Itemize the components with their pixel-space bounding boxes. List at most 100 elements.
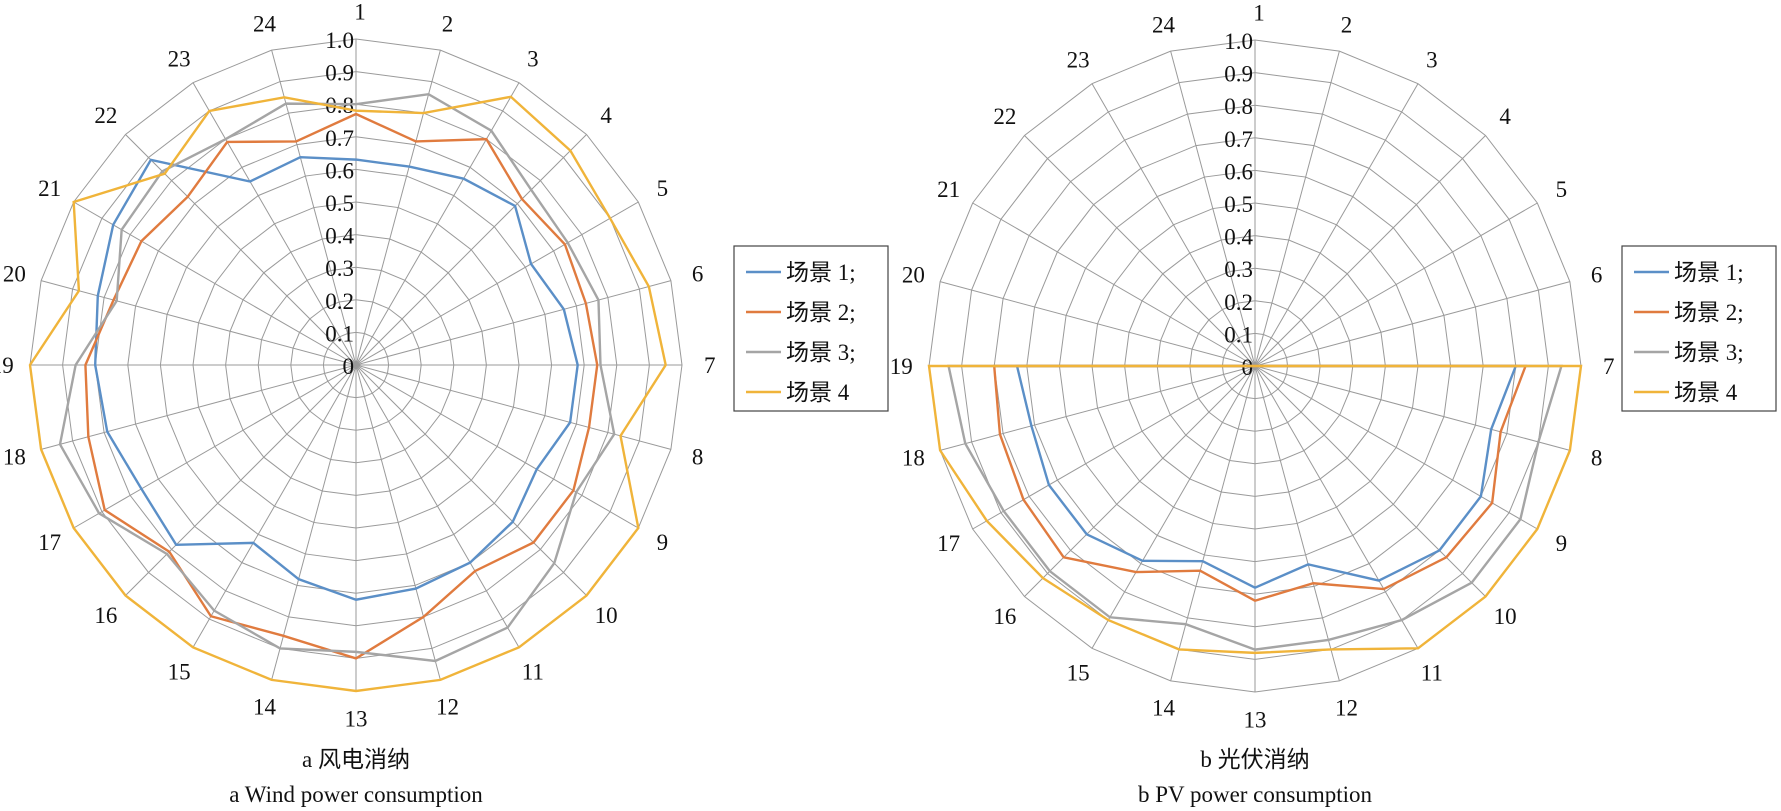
- category-label: 10: [1494, 604, 1517, 629]
- category-label: 13: [345, 707, 368, 732]
- category-label: 16: [993, 604, 1016, 629]
- caption-english: a Wind power consumption: [229, 782, 483, 807]
- radial-tick-label: 0.6: [325, 158, 354, 183]
- grid-spoke: [355, 364, 441, 681]
- category-label: 17: [937, 531, 960, 556]
- category-label: 23: [168, 47, 191, 72]
- caption-chinese: b 光伏消纳: [1200, 747, 1309, 772]
- grid-spoke: [192, 82, 357, 366]
- category-label: 15: [1067, 660, 1090, 685]
- grid-spoke: [355, 201, 639, 366]
- category-label: 2: [1341, 12, 1353, 37]
- grid-spoke: [1254, 281, 1571, 367]
- radial-tick-label: 0.2: [325, 289, 354, 314]
- category-label: 24: [253, 11, 277, 36]
- category-label: 5: [657, 176, 669, 201]
- radial-tick-label: 0.6: [1224, 159, 1253, 184]
- category-label: 24: [1152, 12, 1176, 37]
- legend: 场景 1;场景 2;场景 3;场景 4: [733, 245, 889, 412]
- grid-spoke: [1024, 135, 1256, 367]
- series-line-scenario-2: [992, 364, 1528, 603]
- category-label: 1: [1253, 0, 1265, 25]
- grid-spoke: [1254, 365, 1419, 649]
- grid-spoke: [1254, 365, 1486, 597]
- legend-box: [733, 245, 889, 412]
- legend: 场景 1;场景 2;场景 3;场景 4: [1621, 245, 1777, 412]
- grid-spoke: [73, 364, 357, 529]
- grid-spoke: [125, 364, 357, 596]
- category-label: 4: [600, 103, 612, 128]
- grid-spoke: [355, 364, 587, 596]
- category-label: 18: [902, 446, 925, 471]
- category-label: 2: [442, 11, 454, 36]
- category-label: 19: [890, 354, 913, 379]
- category-label: 22: [993, 104, 1016, 129]
- grid: [928, 39, 1582, 693]
- radial-tick-label: 0: [1242, 355, 1254, 380]
- series-line-scenario-2: [84, 112, 599, 660]
- category-label: 12: [1335, 696, 1358, 721]
- category-label: 7: [704, 353, 716, 378]
- grid-spoke: [972, 365, 1256, 530]
- radial-tick-label: 0.1: [1224, 322, 1253, 347]
- category-label: 8: [692, 445, 704, 470]
- category-label: 14: [253, 695, 277, 720]
- grid-spoke: [271, 364, 357, 681]
- radial-tick-label: 1.0: [1224, 29, 1253, 54]
- category-label: 9: [657, 530, 669, 555]
- grid-spoke: [1254, 202, 1538, 367]
- category-label: 3: [527, 47, 539, 72]
- radial-tick-label: 0: [343, 354, 355, 379]
- grid-spoke: [1170, 50, 1256, 367]
- legend-label-scenario-4: 场景 4: [786, 380, 850, 405]
- grid-spoke: [1170, 365, 1256, 682]
- category-label: 18: [3, 445, 26, 470]
- category-label: 1: [354, 0, 366, 24]
- category-label: 3: [1426, 48, 1438, 73]
- grid-spoke: [355, 49, 441, 366]
- grid-spoke: [355, 364, 520, 648]
- category-label: 11: [1421, 660, 1443, 685]
- legend-label-scenario-4: 场景 4: [1674, 380, 1738, 405]
- series-line-scenario-4: [28, 95, 667, 693]
- grid-spoke: [73, 201, 357, 366]
- series-line-scenario-3: [947, 364, 1564, 651]
- series-line-scenario-4: [927, 364, 1583, 655]
- category-label: 19: [0, 353, 14, 378]
- legend-label-scenario-2: 场景 2;: [786, 300, 856, 325]
- radial-tick-label: 0.9: [1224, 62, 1253, 87]
- radial-tick-label: 0.4: [325, 224, 354, 249]
- series-line-scenario-1: [1015, 364, 1518, 590]
- legend-box: [1621, 245, 1777, 412]
- legend-label-scenario-2: 场景 2;: [1674, 300, 1744, 325]
- radial-tick-label: 0.8: [1224, 94, 1253, 119]
- category-label: 14: [1152, 696, 1176, 721]
- grid-spoke: [40, 364, 357, 450]
- grid-spoke: [939, 281, 1256, 367]
- category-label: 15: [168, 659, 191, 684]
- grid-spoke: [40, 280, 357, 366]
- grid-spoke: [355, 364, 672, 450]
- radial-tick-label: 0.5: [1224, 192, 1253, 217]
- grid-spoke: [1091, 83, 1256, 367]
- radial-tick-label: 0.3: [325, 256, 354, 281]
- category-label: 6: [692, 261, 704, 286]
- grid-spoke: [1254, 50, 1340, 367]
- grid-spoke: [355, 280, 672, 366]
- radial-tick-label: 0.9: [325, 61, 354, 86]
- grid-spoke: [192, 364, 357, 648]
- category-label: 5: [1556, 177, 1568, 202]
- wind-radar-chart: 1234567891011121314151617181920212223240…: [0, 0, 889, 807]
- category-label: 17: [38, 530, 61, 555]
- grid-spoke: [1254, 365, 1340, 682]
- radial-tick-label: 0.1: [325, 321, 354, 346]
- category-label: 21: [937, 177, 960, 202]
- radial-tick-label: 1.0: [325, 28, 354, 53]
- grid-spoke: [355, 134, 587, 366]
- caption-chinese: a 风电消纳: [302, 747, 410, 772]
- category-label: 12: [436, 695, 459, 720]
- category-label: 4: [1499, 104, 1511, 129]
- legend-label-scenario-1: 场景 1;: [1674, 260, 1744, 285]
- category-label: 7: [1603, 354, 1615, 379]
